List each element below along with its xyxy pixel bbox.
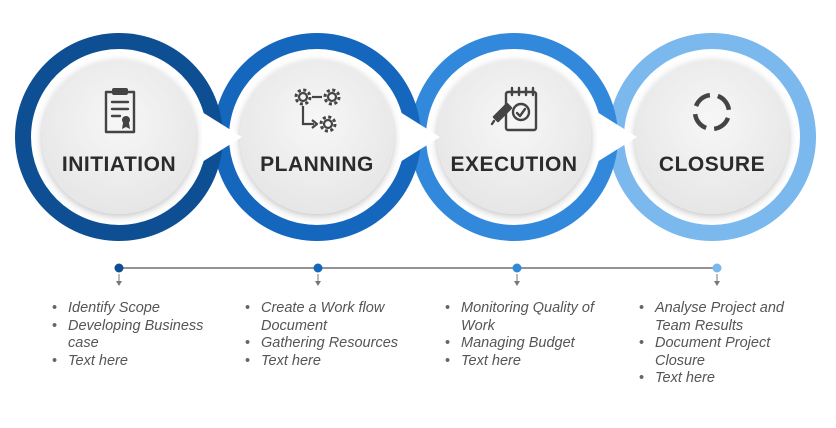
timeline-dot-closure: [712, 263, 722, 273]
list-item: Gathering Resources: [241, 335, 406, 353]
stage-initiation-arrow: [202, 112, 242, 162]
stage-label-closure: CLOSURE: [659, 153, 765, 176]
timeline-arrow-planning: [315, 281, 321, 286]
bullets-planning: Create a Work flow Document Gathering Re…: [241, 300, 406, 370]
stage-initiation: [15, 33, 242, 241]
list-item: Identify Scope: [48, 300, 208, 318]
list-item: Monitoring Quality of Work: [441, 300, 606, 335]
timeline-dot-execution: [512, 263, 522, 273]
gears-flow-icon: [294, 88, 341, 133]
timeline-arrow-initiation: [116, 281, 122, 286]
list-item: Text here: [48, 353, 208, 371]
stage-execution-arrow: [597, 112, 637, 162]
list-item: Text here: [241, 353, 406, 371]
list-item: Document Project Closure: [635, 335, 805, 370]
stage-label-execution: EXECUTION: [450, 153, 577, 176]
stage-label-initiation: INITIATION: [62, 153, 176, 176]
stage-planning-arrow: [400, 112, 440, 162]
stage-execution: [410, 33, 637, 241]
list-item: Managing Budget: [441, 335, 606, 353]
timeline: [114, 263, 722, 286]
list-item: Text here: [441, 353, 606, 371]
stage-initiation-face: [42, 60, 196, 214]
stage-execution-face: [437, 60, 591, 214]
clipboard-certificate-icon: [104, 88, 136, 134]
stage-label-planning: PLANNING: [260, 153, 374, 176]
bullets-initiation: Identify Scope Developing Business case …: [48, 300, 208, 370]
timeline-dot-planning: [313, 263, 323, 273]
list-item: Create a Work flow Document: [241, 300, 406, 335]
list-item: Developing Business case: [48, 318, 208, 353]
stage-planning-face: [240, 60, 394, 214]
notepad-gauge-icon: [490, 86, 538, 132]
bullets-execution: Monitoring Quality of Work Managing Budg…: [441, 300, 606, 370]
list-item: Text here: [635, 370, 805, 388]
list-item: Analyse Project and Team Results: [635, 300, 805, 335]
timeline-dot-initiation: [114, 263, 124, 273]
stage-planning: [213, 33, 440, 241]
stage-closure: [608, 33, 816, 241]
timeline-arrow-closure: [714, 281, 720, 286]
stage-closure-face: [635, 60, 789, 214]
timeline-arrow-execution: [514, 281, 520, 286]
bullets-closure: Analyse Project and Team Results Documen…: [635, 300, 805, 388]
